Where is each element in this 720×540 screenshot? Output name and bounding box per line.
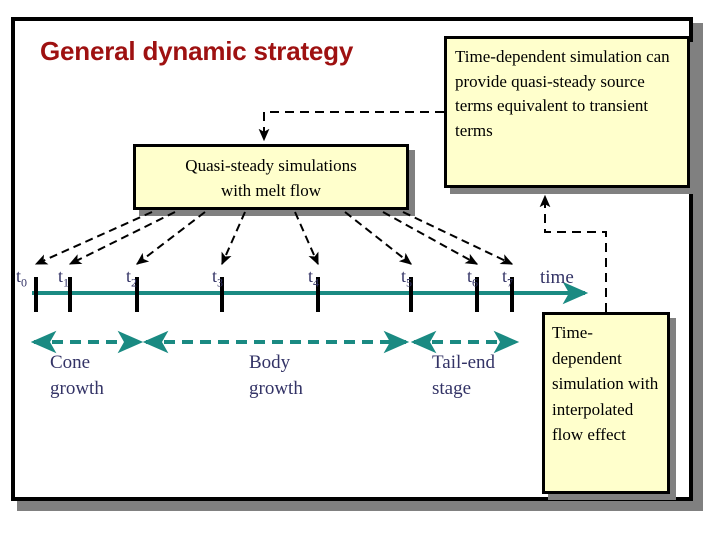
stage-tail-line1: Tail-end: [432, 352, 496, 373]
stage-body-line2: growth: [249, 378, 303, 399]
stage-tail-line2: stage: [432, 378, 472, 399]
tick-label-t2: t2: [126, 266, 138, 290]
stage-label-cone: Cone growth: [50, 350, 104, 402]
stage-label-tail-end: Tail-end stage: [432, 350, 495, 402]
tick-label-t4: t4: [308, 266, 320, 290]
bottom-right-callout-text: Time-dependent simulation with interpola…: [552, 323, 659, 444]
tick-label-t1: t1: [58, 266, 70, 290]
tick-label-t0: t0: [16, 266, 28, 290]
top-right-callout: Time-dependent simulation can provide qu…: [444, 36, 690, 188]
stage-body-line1: Body: [249, 352, 291, 373]
tick-sub-t4: 4: [313, 275, 320, 290]
timeline-axis-label: time: [540, 267, 574, 288]
center-box: Quasi-steady simulations with melt flow: [133, 144, 409, 210]
tick-sub-t2: 2: [131, 275, 138, 290]
center-box-line2: with melt flow: [220, 181, 322, 200]
tick-label-t5: t5: [401, 266, 413, 290]
tick-sub-t0: 0: [21, 275, 28, 290]
tick-label-t7: t7: [502, 266, 514, 290]
tick-sub-t5: 5: [406, 275, 413, 290]
tick-label-t6: t6: [467, 266, 479, 290]
tick-sub-t3: 3: [217, 275, 224, 290]
tick-sub-t6: 6: [472, 275, 479, 290]
tick-label-t3: t3: [212, 266, 224, 290]
stage-cone-line1: Cone: [50, 352, 91, 373]
center-box-line1: Quasi-steady simulations: [185, 156, 357, 175]
tick-sub-t1: 1: [63, 275, 70, 290]
bottom-right-callout: Time-dependent simulation with interpola…: [542, 312, 670, 494]
stage-label-body: Body growth: [249, 350, 303, 402]
stage-cone-line2: growth: [50, 378, 104, 399]
tick-sub-t7: 7: [507, 275, 514, 290]
page-title: General dynamic strategy: [40, 36, 354, 66]
top-right-callout-text: Time-dependent simulation can provide qu…: [455, 47, 670, 140]
